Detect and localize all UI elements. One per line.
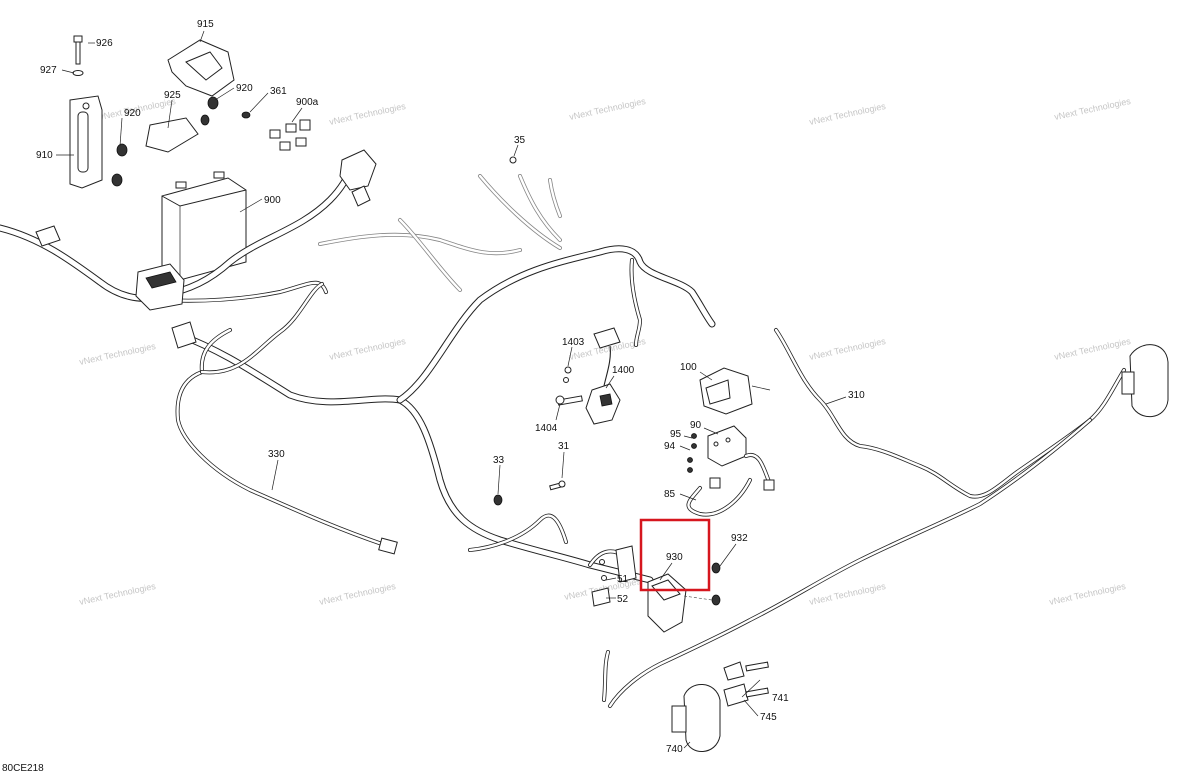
leader-lines xyxy=(56,30,847,749)
watermark: vNext Technologies xyxy=(328,101,407,127)
callout-1404: 1404 xyxy=(535,423,558,434)
watermark: vNext Technologies xyxy=(808,336,887,362)
callout-labels: 926 927 915 920 920 925 910 361 900a 900… xyxy=(36,19,865,755)
diagram-code: 80CE218 xyxy=(2,763,44,774)
callout-310: 310 xyxy=(848,390,865,401)
harness-connector-left xyxy=(35,225,61,247)
watermark: vNext Technologies xyxy=(568,96,647,122)
harness-connector-mid xyxy=(171,321,197,349)
callout-361: 361 xyxy=(270,86,287,97)
callout-90: 90 xyxy=(690,420,702,431)
watermark: vNext Technologies xyxy=(1053,336,1132,362)
bolt-741 xyxy=(745,661,769,698)
watermark: vNext Technologies xyxy=(1053,96,1132,122)
battery-bracket-910 xyxy=(69,95,128,189)
light-740 xyxy=(671,684,721,752)
background-frame-harness xyxy=(318,174,562,292)
callout-915: 915 xyxy=(197,19,214,30)
sensor-1400 xyxy=(585,327,621,425)
callout-932: 932 xyxy=(731,533,748,544)
battery-cover-925 xyxy=(145,117,199,153)
watermark: vNext Technologies xyxy=(78,341,157,367)
callout-95: 95 xyxy=(670,429,682,440)
callout-1400: 1400 xyxy=(612,365,635,376)
module-930 xyxy=(647,573,687,633)
light-right xyxy=(1121,344,1169,418)
clip-33 xyxy=(493,494,503,506)
callout-330: 330 xyxy=(268,449,285,460)
callout-52: 52 xyxy=(617,594,629,605)
module-100 xyxy=(699,367,771,415)
ecu-connector xyxy=(135,263,185,311)
watermark: vNext Technologies xyxy=(328,336,407,362)
callout-94: 94 xyxy=(664,441,676,452)
battery-900 xyxy=(161,171,247,281)
callout-51: 51 xyxy=(617,574,629,585)
oring-361 xyxy=(241,111,251,119)
bracket-915 xyxy=(167,39,235,126)
callout-31: 31 xyxy=(558,441,570,452)
watermark: vNext Technologies xyxy=(1048,581,1127,607)
bolt-1404 xyxy=(555,395,583,406)
callout-926: 926 xyxy=(96,38,113,49)
callout-33: 33 xyxy=(493,455,505,466)
watermark: vNext Technologies xyxy=(78,581,157,607)
callout-100: 100 xyxy=(680,362,697,373)
screw-31 xyxy=(549,480,566,491)
callout-1403: 1403 xyxy=(562,337,585,348)
watermark-layer: vNext Technologies vNext Technologies vN… xyxy=(78,96,1132,607)
fasteners-94-95 xyxy=(687,433,697,473)
callout-927: 927 xyxy=(40,65,57,76)
terminal-kit-900a xyxy=(269,119,311,151)
wire-85 xyxy=(686,452,775,517)
screw-35 xyxy=(509,156,517,164)
main-harness xyxy=(0,156,716,584)
connector-51-52 xyxy=(591,545,637,607)
watermark: vNext Technologies xyxy=(318,581,397,607)
callout-35: 35 xyxy=(514,135,526,146)
watermark: vNext Technologies xyxy=(808,581,887,607)
harness-connector-top xyxy=(339,149,377,207)
callout-925: 925 xyxy=(164,90,181,101)
bolt-926 xyxy=(72,35,84,76)
callout-745: 745 xyxy=(760,712,777,723)
callout-900a: 900a xyxy=(296,97,319,108)
callout-910: 910 xyxy=(36,150,53,161)
callout-920: 920 xyxy=(236,83,253,94)
callout-920: 920 xyxy=(124,108,141,119)
harness-330 xyxy=(175,282,398,555)
callout-85: 85 xyxy=(664,489,676,500)
callout-740: 740 xyxy=(666,744,683,755)
harness-310 xyxy=(602,328,1126,708)
callout-900: 900 xyxy=(264,195,281,206)
bracket-745 xyxy=(723,661,749,707)
nut-1403 xyxy=(563,366,572,383)
callout-930: 930 xyxy=(666,552,683,563)
nut-932 xyxy=(683,562,721,606)
callout-741: 741 xyxy=(772,693,789,704)
highlight-box-930 xyxy=(639,518,711,592)
watermark: vNext Technologies xyxy=(808,101,887,127)
